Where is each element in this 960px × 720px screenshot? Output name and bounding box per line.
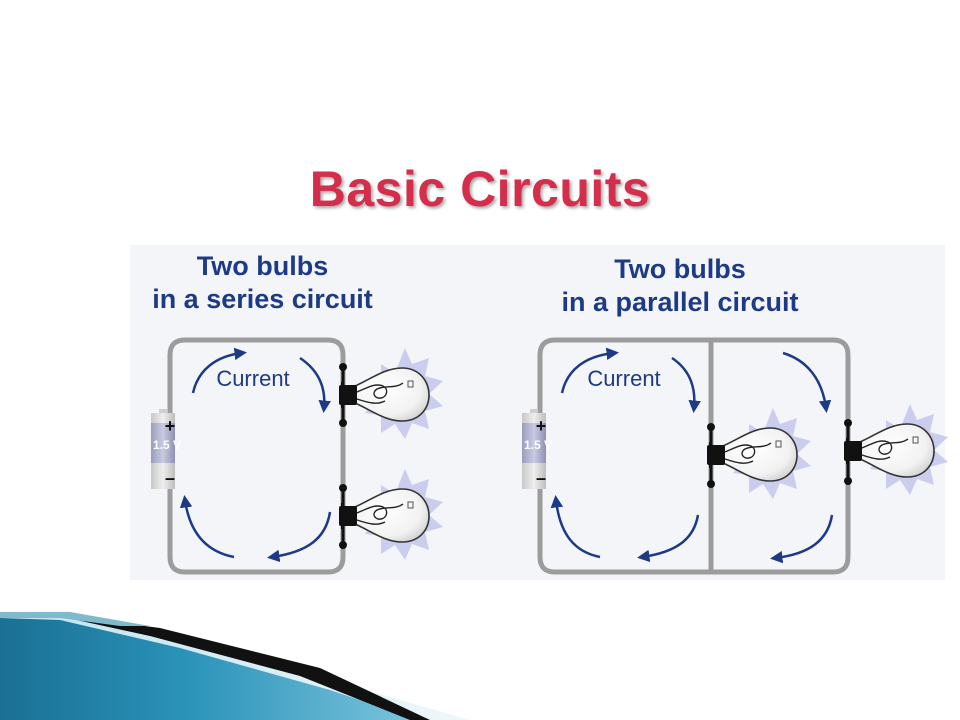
parallel-caption-line2: in a parallel circuit [561, 287, 799, 317]
series-caption: Two bulbs in a series circuit [130, 250, 395, 316]
parallel-circuit: + 1.5 V – Current [522, 337, 949, 575]
parallel-caption: Two bulbs in a parallel circuit [525, 253, 835, 319]
series-battery-voltage: 1.5 V [153, 438, 181, 452]
series-arrow-bottom-left [179, 495, 235, 559]
parallel-current-label: Current [587, 366, 660, 391]
parallel-arrow-top-middle [671, 356, 701, 413]
series-current-label: Current [216, 366, 289, 391]
parallel-caption-line1: Two bulbs [614, 254, 746, 284]
slide-title: Basic Circuits [309, 161, 651, 217]
series-negative-terminal: – [165, 468, 175, 488]
series-bulb-top [338, 347, 444, 440]
parallel-positive-terminal: + [536, 416, 547, 436]
parallel-arrow-bottom-middle [637, 514, 700, 563]
parallel-battery-voltage: 1.5 V [524, 438, 552, 452]
parallel-arrow-top-right [782, 351, 832, 413]
parallel-arrow-top-left [560, 347, 619, 394]
parallel-bulb-middle [706, 407, 812, 500]
series-bulb-bottom [338, 468, 444, 561]
parallel-wire-outer [537, 337, 851, 575]
series-arrow-top-right [299, 356, 331, 413]
parallel-arrow-bottom-right [770, 514, 834, 564]
series-positive-terminal: + [165, 416, 176, 436]
parallel-arrow-bottom-left [550, 495, 601, 559]
series-wire [167, 337, 346, 575]
series-circuit: + 1.5 V – Current [151, 337, 444, 575]
series-arrow-top-left [191, 347, 247, 394]
decorative-swoosh [0, 612, 470, 720]
series-arrow-bottom-right [267, 511, 332, 563]
parallel-negative-terminal: – [536, 468, 546, 488]
parallel-bulb-right [843, 403, 949, 496]
series-caption-line1: Two bulbs [196, 251, 329, 281]
series-caption-line2: in a series circuit [152, 284, 373, 314]
